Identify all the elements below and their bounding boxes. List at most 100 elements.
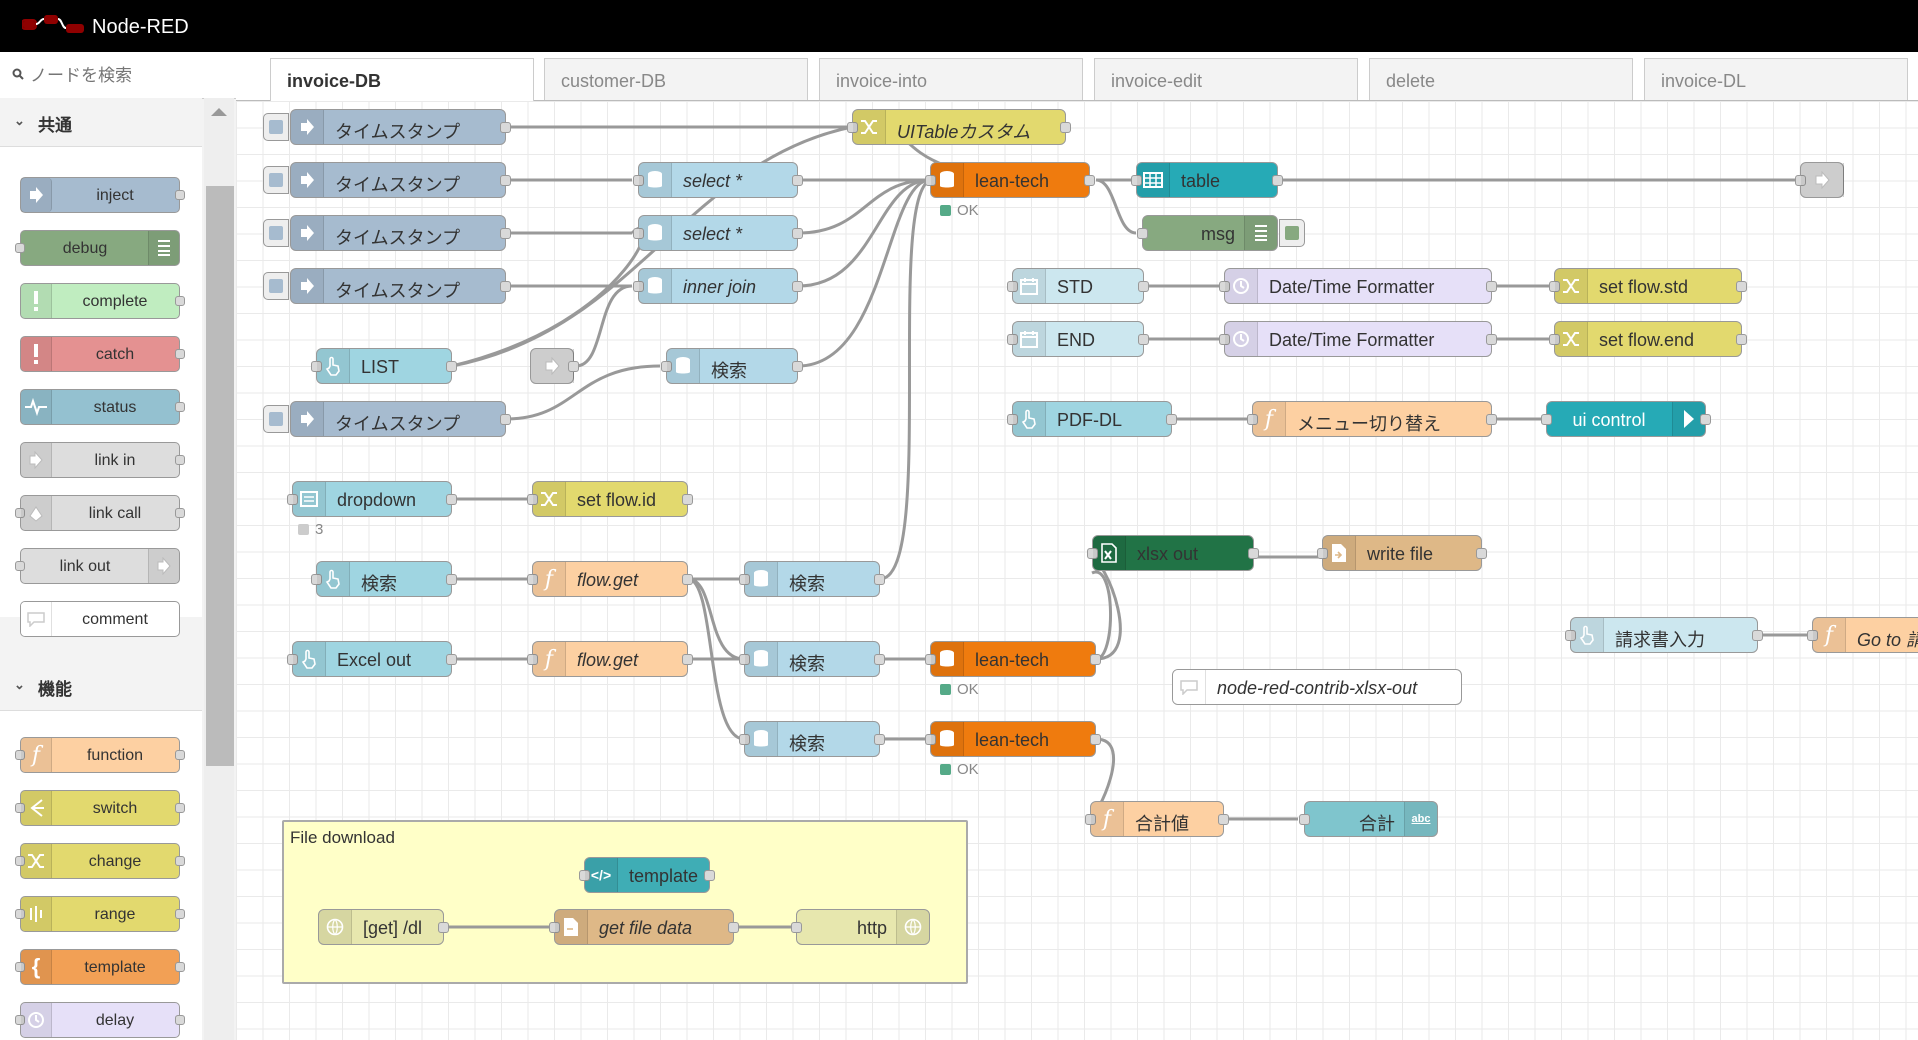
- output-port[interactable]: [500, 175, 511, 186]
- flow-node-lean-tech[interactable]: lean-tech: [925, 721, 1101, 757]
- palette-node-debug[interactable]: debug: [15, 230, 180, 266]
- flow-node-write-file[interactable]: write file: [1317, 535, 1487, 571]
- output-port[interactable]: [446, 574, 457, 585]
- flow-node-ui-date[interactable]: STD: [1007, 268, 1149, 304]
- input-port[interactable]: [1299, 814, 1310, 825]
- palette-scrollbar[interactable]: [204, 98, 234, 1040]
- input-port[interactable]: [527, 494, 538, 505]
- inject-trigger-button[interactable]: [263, 272, 289, 300]
- input-port[interactable]: [1219, 334, 1230, 345]
- output-port[interactable]: [438, 922, 449, 933]
- palette-node-change[interactable]: change: [15, 843, 185, 879]
- output-port[interactable]: [728, 922, 739, 933]
- input-port[interactable]: [1247, 414, 1258, 425]
- flow-node-function[interactable]: f flow.get: [527, 561, 693, 597]
- output-port[interactable]: [1090, 654, 1101, 665]
- output-port[interactable]: [1752, 630, 1763, 641]
- flow-node-link-out[interactable]: [1795, 162, 1844, 198]
- flow-node-http-response[interactable]: http: [791, 909, 930, 945]
- flow-node-read-file[interactable]: get file data: [549, 909, 739, 945]
- input-port[interactable]: [287, 654, 298, 665]
- flow-node-xlsx-out[interactable]: xlsx out: [1087, 535, 1259, 571]
- inject-trigger-button[interactable]: [263, 405, 289, 433]
- output-port[interactable]: [682, 574, 693, 585]
- flow-node-ui-control[interactable]: ui control: [1541, 401, 1711, 437]
- output-port[interactable]: [1476, 548, 1487, 559]
- input-port[interactable]: [579, 870, 590, 881]
- flow-node-db-query[interactable]: 検索: [739, 641, 885, 677]
- flow-node-inject[interactable]: タイムスタンプ: [263, 268, 511, 304]
- input-port[interactable]: [925, 734, 936, 745]
- output-port[interactable]: [792, 281, 803, 292]
- flow-node-ui-button[interactable]: PDF-DL: [1007, 401, 1177, 437]
- output-port[interactable]: [1090, 734, 1101, 745]
- input-port[interactable]: [1137, 228, 1148, 239]
- output-port[interactable]: [1736, 281, 1747, 292]
- flow-node-lean-tech[interactable]: lean-tech: [925, 162, 1095, 198]
- flow-node-debug[interactable]: msg: [1137, 215, 1305, 251]
- palette-node-range[interactable]: range: [15, 896, 185, 932]
- output-port[interactable]: [500, 414, 511, 425]
- flow-node-datetime-formatter[interactable]: Date/Time Formatter: [1219, 321, 1497, 357]
- flow-node-inject[interactable]: タイムスタンプ: [263, 109, 511, 145]
- output-port[interactable]: [1486, 414, 1497, 425]
- output-port[interactable]: [446, 361, 457, 372]
- flow-node-db-query[interactable]: select *: [633, 215, 803, 251]
- input-port[interactable]: [311, 361, 322, 372]
- inject-trigger-button[interactable]: [263, 166, 289, 194]
- output-port[interactable]: [874, 734, 885, 745]
- output-port[interactable]: [1166, 414, 1177, 425]
- input-port[interactable]: [1007, 281, 1018, 292]
- input-port[interactable]: [633, 175, 644, 186]
- input-port[interactable]: [1565, 630, 1576, 641]
- output-port[interactable]: [568, 361, 579, 372]
- input-port[interactable]: [1087, 548, 1098, 559]
- palette-search-input[interactable]: [28, 62, 222, 90]
- input-port[interactable]: [739, 654, 750, 665]
- flow-node-function[interactable]: f flow.get: [527, 641, 693, 677]
- input-port[interactable]: [633, 228, 644, 239]
- flow-node-function[interactable]: f 合計値: [1085, 801, 1229, 837]
- flow-node-ui-table[interactable]: table: [1131, 162, 1283, 198]
- flow-node-change[interactable]: set flow.id: [527, 481, 693, 517]
- output-port[interactable]: [1272, 175, 1283, 186]
- input-port[interactable]: [527, 574, 538, 585]
- input-port[interactable]: [739, 574, 750, 585]
- flow-node-db-query[interactable]: inner join: [633, 268, 803, 304]
- flow-node-inject[interactable]: タイムスタンプ: [263, 162, 511, 198]
- tab-customer-db[interactable]: customer-DB: [544, 58, 808, 100]
- palette-node-link-in[interactable]: link in: [20, 442, 185, 478]
- output-port[interactable]: [1486, 281, 1497, 292]
- flow-node-inject[interactable]: タイムスタンプ: [263, 215, 511, 251]
- input-port[interactable]: [1549, 281, 1560, 292]
- output-port[interactable]: [792, 175, 803, 186]
- input-port[interactable]: [1795, 175, 1806, 186]
- output-port[interactable]: [682, 494, 693, 505]
- flow-node-ui-date[interactable]: END: [1007, 321, 1149, 357]
- input-port[interactable]: [1007, 334, 1018, 345]
- input-port[interactable]: [1541, 414, 1552, 425]
- flow-node-ui-button[interactable]: Excel out: [287, 641, 457, 677]
- output-port[interactable]: [1218, 814, 1229, 825]
- output-port[interactable]: [500, 122, 511, 133]
- tab-delete[interactable]: delete: [1369, 58, 1633, 100]
- output-port[interactable]: [1084, 175, 1095, 186]
- input-port[interactable]: [1007, 414, 1018, 425]
- tab-invoice-edit[interactable]: invoice-edit: [1094, 58, 1358, 100]
- palette-node-comment[interactable]: comment: [20, 601, 180, 637]
- output-port[interactable]: [682, 654, 693, 665]
- flow-node-datetime-formatter[interactable]: Date/Time Formatter: [1219, 268, 1497, 304]
- flow-node-db-query[interactable]: 検索: [739, 721, 885, 757]
- input-port[interactable]: [527, 654, 538, 665]
- palette-node-status[interactable]: status: [20, 389, 185, 425]
- palette-node-template[interactable]: { template: [15, 949, 185, 985]
- tab-invoice-dl[interactable]: invoice-DL: [1644, 58, 1908, 100]
- input-port[interactable]: [1317, 548, 1328, 559]
- output-port[interactable]: [1486, 334, 1497, 345]
- flow-workspace[interactable]: File download: [236, 101, 1918, 1040]
- flow-node-change[interactable]: UITableカスタム: [847, 109, 1071, 145]
- tab-invoice-into[interactable]: invoice-into: [819, 58, 1083, 100]
- flow-node-ui-button[interactable]: LIST: [311, 348, 457, 384]
- inject-trigger-button[interactable]: [263, 219, 289, 247]
- debug-toggle-button[interactable]: [1279, 219, 1305, 247]
